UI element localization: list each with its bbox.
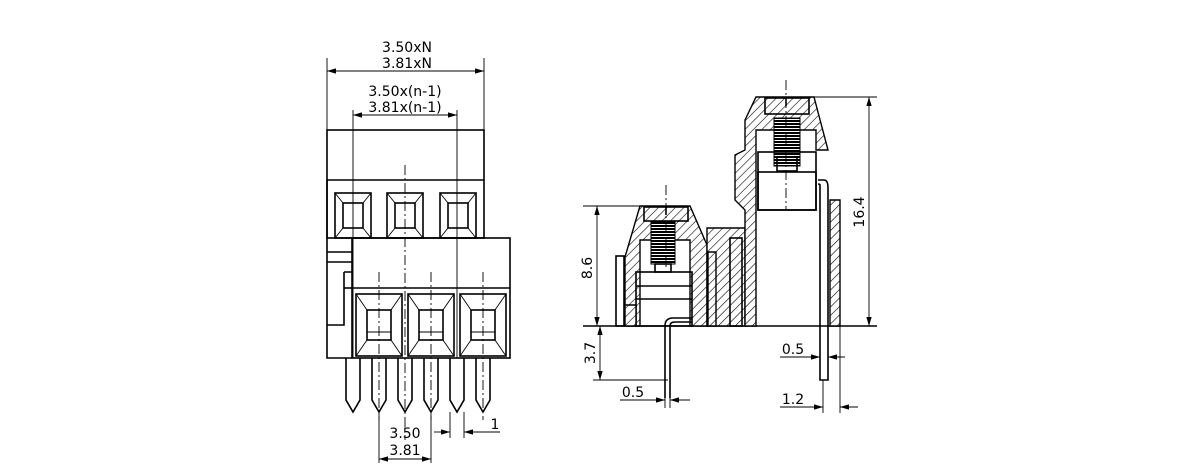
middle-wall [706, 227, 746, 327]
side-view: 8.6 16.4 3.7 0.5 0.5 [580, 80, 877, 413]
dim-label-3.50x(n-1): 3.50x(n-1) [368, 84, 441, 100]
dimension-height-16.4: 16.4 [814, 96, 877, 326]
dim-label-height-16.4: 16.4 [852, 196, 868, 227]
tall-terminal [734, 96, 841, 327]
front-view: 3.50xN 3.81xN 3.50x(n-1) 3.81x(n-1) [326, 40, 511, 463]
dim-label-pin-thickness-right: 0.5 [782, 342, 804, 358]
dimension-pitch: 3.50 3.81 [378, 412, 432, 463]
dimension-pin-span: 3.50x(n-1) 3.81x(n-1) [352, 84, 458, 358]
dim-label-pin-thickness-left: 0.5 [622, 385, 644, 401]
dim-label-pitch-3.50: 3.50 [389, 426, 420, 442]
upper-screw-openings [334, 192, 477, 239]
dimension-pin-thickness-left: 0.5 [620, 385, 690, 408]
dimension-pin-width: 1 [434, 412, 500, 438]
dim-label-pin-offset: 1.2 [782, 392, 804, 408]
dim-label-pin-length: 3.7 [583, 342, 599, 364]
dimension-overall-width: 3.50xN 3.81xN [326, 40, 485, 130]
dimension-pin-offset: 1.2 [780, 326, 858, 413]
tall-terminal-pin [817, 179, 829, 381]
dim-label-pin-width: 1 [491, 417, 500, 433]
dimension-pin-length: 3.7 [583, 326, 668, 381]
dimension-height-8.6: 8.6 [580, 205, 640, 326]
dim-label-height-8.6: 8.6 [580, 257, 596, 279]
dimension-pin-thickness-right: 0.5 [780, 342, 845, 360]
low-terminal [615, 205, 708, 327]
dim-label-pitch-3.81: 3.81 [389, 443, 420, 459]
pins [345, 358, 491, 414]
low-terminal-pin [664, 317, 692, 398]
dim-label-3.50xN: 3.50xN [382, 40, 432, 56]
dim-label-3.81x(n-1): 3.81x(n-1) [368, 100, 441, 116]
dim-label-3.81xN: 3.81xN [382, 56, 432, 72]
